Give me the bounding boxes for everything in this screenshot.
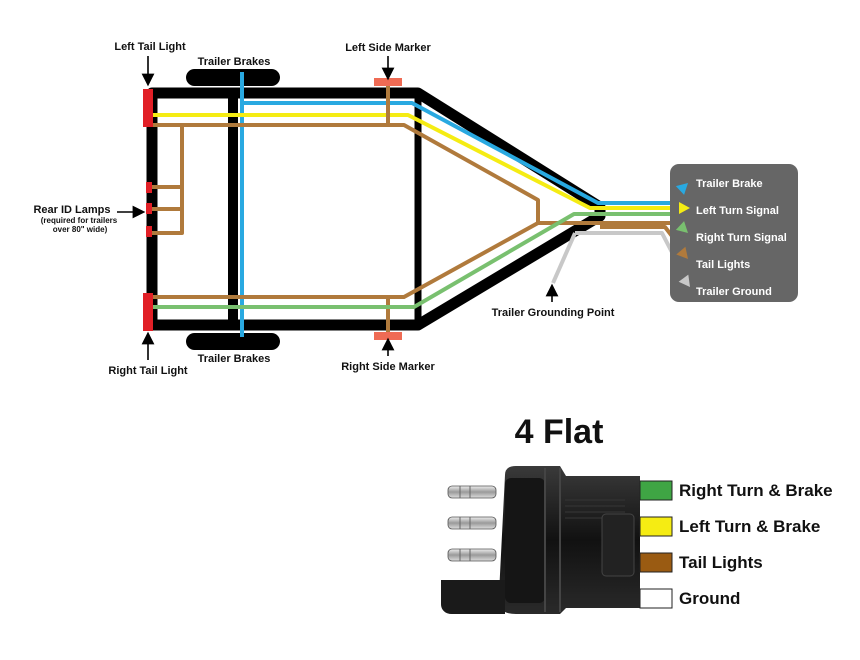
- grounding-point-label: Trailer Grounding Point: [492, 307, 615, 319]
- trailer-brakes-bottom-label: Trailer Brakes: [198, 353, 271, 365]
- connector-title: 4 Flat: [515, 413, 604, 451]
- legend-label-2: Left Turn Signal: [696, 205, 779, 217]
- connector-label-3: Tail Lights: [679, 553, 763, 572]
- left-tail-light: [143, 89, 153, 127]
- connector-label-2: Left Turn & Brake: [679, 517, 820, 536]
- plug-tab: [441, 580, 505, 614]
- connector-wire-3: [639, 552, 673, 573]
- left-tail-light-label: Left Tail Light: [114, 41, 186, 53]
- ground-wire-pigtail: [551, 232, 577, 284]
- legend-arrow-2: [679, 202, 690, 214]
- wires: [148, 72, 678, 337]
- rear-id-lamps-note-2: over 80" wide): [53, 225, 108, 234]
- trailer-frame: [146, 87, 606, 331]
- legend-arrow-4: [676, 246, 688, 259]
- rear-id-lamp-3: [146, 226, 152, 237]
- legend-arrow-3: [675, 221, 688, 233]
- plug-collar: [505, 478, 545, 603]
- legend-label-3: Right Turn Signal: [696, 232, 787, 244]
- connector-wire-1: [639, 480, 673, 501]
- legend-label-5: Trailer Ground: [696, 286, 772, 298]
- right-turn-wire: [148, 212, 672, 309]
- rear-id-lamps-note-1: (required for trailers: [41, 216, 118, 225]
- top-trailer-brake-tire: [186, 69, 280, 86]
- rear-id-lamps-label: Rear ID Lamps: [33, 204, 110, 216]
- frame-outline: [146, 87, 606, 331]
- left-side-marker-label: Left Side Marker: [345, 42, 431, 54]
- legend-panel: [670, 164, 798, 302]
- plug-pin-2: [447, 516, 497, 530]
- brake-wire-feed: [242, 101, 672, 205]
- right-tail-light: [143, 293, 153, 331]
- connector-wire-4: [639, 588, 673, 609]
- callout-arrows: [117, 56, 559, 360]
- legend-arrow-5: [678, 274, 690, 287]
- tail-wire-left-side: [148, 123, 672, 225]
- trailer-brakes-top-label: Trailer Brakes: [198, 56, 271, 68]
- left-side-marker-light: [374, 78, 402, 86]
- rear-id-lamp-2: [146, 203, 152, 214]
- legend-label-4: Tail Lights: [696, 259, 750, 271]
- tail-wire-id-lamp-bus: [150, 123, 184, 235]
- connector-label-1: Right Turn & Brake: [679, 481, 833, 500]
- bottom-trailer-brake-tire: [186, 333, 280, 350]
- right-tail-light-label: Right Tail Light: [108, 365, 188, 377]
- plug-wire-window: [601, 513, 635, 577]
- rear-id-lamp-1: [146, 182, 152, 193]
- plug-pin-1: [447, 485, 497, 499]
- plug-pins: [447, 485, 497, 562]
- connector-wire-2: [639, 516, 673, 537]
- legend-arrow-1: [675, 183, 688, 195]
- ground-wire: [575, 231, 678, 261]
- right-side-marker-light: [374, 332, 402, 340]
- plug-pin-3: [447, 548, 497, 562]
- tail-wire-right-side: [148, 221, 539, 299]
- legend-label-1: Trailer Brake: [696, 178, 763, 190]
- left-turn-wire: [148, 113, 672, 210]
- connector-label-4: Ground: [679, 589, 740, 608]
- right-side-marker-label: Right Side Marker: [341, 361, 435, 373]
